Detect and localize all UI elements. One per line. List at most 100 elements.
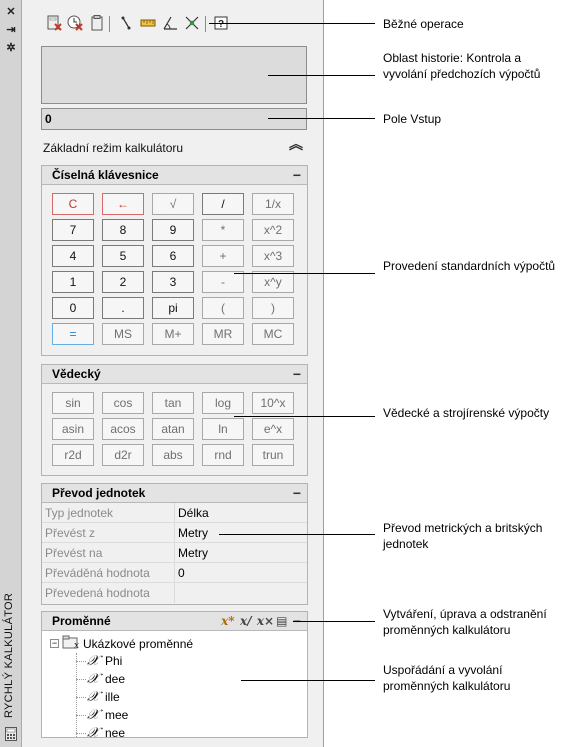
numpad-key[interactable]: MS: [102, 323, 144, 345]
mode-toggle-icon[interactable]: ︽: [289, 136, 303, 152]
scientific-key[interactable]: trun: [252, 444, 294, 466]
numpad-key[interactable]: x^y: [252, 271, 294, 293]
numpad-key[interactable]: M+: [152, 323, 194, 345]
numpad-key[interactable]: 4: [52, 245, 94, 267]
numpad-key[interactable]: ): [252, 297, 294, 319]
mode-label: Základní režim kalkulátoru: [43, 141, 184, 155]
numpad-key[interactable]: MC: [252, 323, 294, 345]
scientific-key[interactable]: abs: [152, 444, 194, 466]
numpad-key[interactable]: 2: [102, 271, 144, 293]
property-value[interactable]: Metry: [178, 545, 208, 560]
callout-history-area: Oblast historie: Kontrola a vyvolání pře…: [383, 51, 541, 81]
scientific-key[interactable]: log: [202, 392, 244, 414]
numpad-key[interactable]: 7: [52, 219, 94, 241]
callout-variables-actions: Vytváření, úprava a odstranění proměnnýc…: [383, 607, 547, 637]
numpad-key[interactable]: *: [202, 219, 244, 241]
edit-variable-icon[interactable]: x/: [240, 614, 252, 628]
numpad-key[interactable]: 8: [102, 219, 144, 241]
scientific-key[interactable]: tan: [152, 392, 194, 414]
property-name: Převedená hodnota: [42, 583, 175, 603]
variables-header[interactable]: Proměnné x* x/ x× ▤ −: [42, 612, 307, 631]
numpad-key[interactable]: 1/x: [252, 193, 294, 215]
variable-label: ille: [105, 690, 120, 704]
get-coordinates-icon[interactable]: [117, 14, 135, 32]
numpad-key[interactable]: (: [202, 297, 244, 319]
property-value[interactable]: 0: [178, 565, 185, 580]
scientific-key[interactable]: e^x: [252, 418, 294, 440]
history-area[interactable]: [41, 46, 307, 104]
unit-conversion-header[interactable]: Převod jednotek −: [42, 484, 307, 503]
numeric-keypad-header[interactable]: Číselná klávesnice −: [42, 166, 307, 185]
numpad-key[interactable]: √: [152, 193, 194, 215]
calculator-icon[interactable]: [5, 727, 17, 741]
intersection-icon[interactable]: [183, 14, 201, 32]
close-icon[interactable]: ✕: [6, 6, 16, 18]
numpad-key[interactable]: =: [52, 323, 94, 345]
angle-icon[interactable]: [161, 14, 179, 32]
svg-text:?: ?: [218, 19, 224, 30]
numpad-key[interactable]: 3: [152, 271, 194, 293]
paste-icon[interactable]: [88, 14, 106, 32]
variables-section: Proměnné x* x/ x× ▤ − − x Ukázkové promě…: [41, 611, 308, 738]
scientific-key[interactable]: r2d: [52, 444, 94, 466]
numpad-key[interactable]: -: [202, 271, 244, 293]
numpad-key[interactable]: ←: [102, 193, 144, 215]
numpad-key[interactable]: 5: [102, 245, 144, 267]
numpad-key[interactable]: .: [102, 297, 144, 319]
numpad-key[interactable]: pi: [152, 297, 194, 319]
auto-hide-icon[interactable]: ⇥: [6, 24, 16, 36]
scientific-key[interactable]: 10^x: [252, 392, 294, 414]
collapse-icon[interactable]: −: [292, 366, 301, 382]
property-name: Typ jednotek: [42, 503, 175, 522]
tree-category[interactable]: − x Ukázkové proměnné: [50, 635, 193, 652]
numpad-key[interactable]: /: [202, 193, 244, 215]
distance-icon[interactable]: [139, 14, 157, 32]
input-field[interactable]: [41, 108, 307, 130]
scientific-key[interactable]: cos: [102, 392, 144, 414]
clear-history-icon[interactable]: [66, 14, 84, 32]
numpad-key[interactable]: x^2: [252, 219, 294, 241]
properties-icon[interactable]: ✲: [6, 42, 16, 54]
numpad-key[interactable]: MR: [202, 323, 244, 345]
delete-variable-icon[interactable]: x×: [256, 614, 275, 628]
scientific-key[interactable]: asin: [52, 418, 94, 440]
scientific-key[interactable]: atan: [152, 418, 194, 440]
collapse-tree-icon[interactable]: −: [50, 638, 59, 648]
scientific-key[interactable]: rnd: [202, 444, 244, 466]
collapse-icon[interactable]: −: [292, 167, 301, 183]
scientific-key[interactable]: ln: [202, 418, 244, 440]
quickcalc-palette: ? Základní režim kalkulátoru ︽ Číselná k…: [22, 0, 324, 747]
numpad-key[interactable]: C: [52, 193, 94, 215]
numpad-key[interactable]: 9: [152, 219, 194, 241]
numpad-key[interactable]: 0: [52, 297, 94, 319]
unit-conversion-title: Převod jednotek: [52, 486, 146, 500]
numpad-key[interactable]: x^3: [252, 245, 294, 267]
numpad-key[interactable]: 1: [52, 271, 94, 293]
clear-icon[interactable]: [45, 14, 63, 32]
scientific-header[interactable]: Vědecký −: [42, 365, 307, 384]
calculator-icon[interactable]: ▤: [276, 614, 288, 628]
scientific-key[interactable]: sin: [52, 392, 94, 414]
new-variable-icon[interactable]: x*: [221, 614, 235, 628]
numpad-key[interactable]: 6: [152, 245, 194, 267]
scientific-key[interactable]: d2r: [102, 444, 144, 466]
scientific-key[interactable]: acos: [102, 418, 144, 440]
scientific-title: Vědecký: [52, 367, 101, 381]
collapse-icon[interactable]: −: [292, 485, 301, 501]
property-value[interactable]: Metry: [178, 525, 208, 540]
property-value[interactable]: Délka: [178, 505, 209, 520]
numpad-key[interactable]: +: [202, 245, 244, 267]
